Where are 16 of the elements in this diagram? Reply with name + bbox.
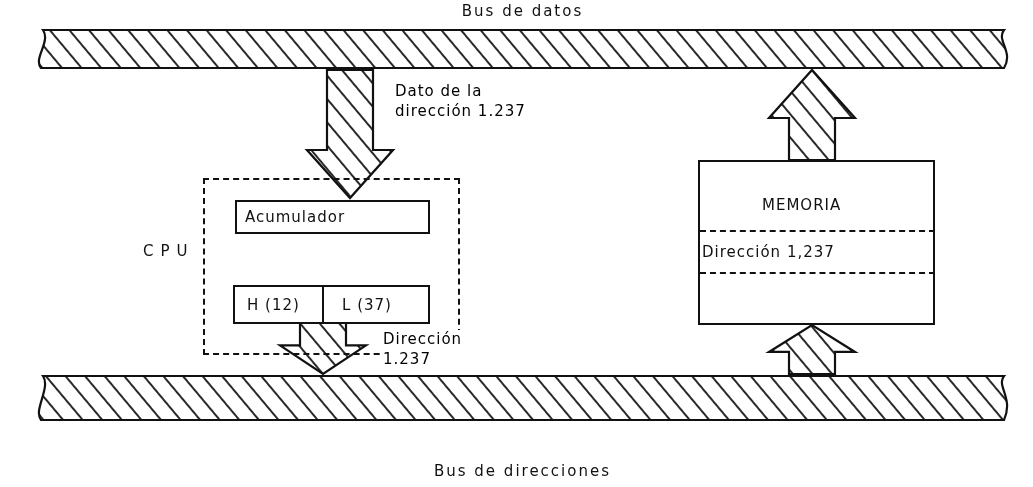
- bus-label: Bus de direcciones: [432, 462, 612, 480]
- block-arrow: [304, 68, 396, 200]
- register-label: MEMORIA: [762, 196, 842, 214]
- register-box: [233, 285, 324, 324]
- register-box: [235, 200, 430, 234]
- block-arrow: [765, 323, 859, 376]
- block-arrow: [766, 68, 858, 162]
- cpu-label: CPU: [143, 242, 195, 260]
- register-box: [322, 285, 430, 324]
- register-label: L (37): [342, 296, 392, 314]
- register-label: Dirección 1,237: [702, 243, 835, 261]
- memory-cell: [700, 230, 935, 274]
- memory-box: [698, 160, 935, 325]
- bus-label: Bus de datos: [460, 2, 585, 20]
- register-label: Acumulador: [245, 208, 346, 226]
- register-label: H (12): [247, 296, 300, 314]
